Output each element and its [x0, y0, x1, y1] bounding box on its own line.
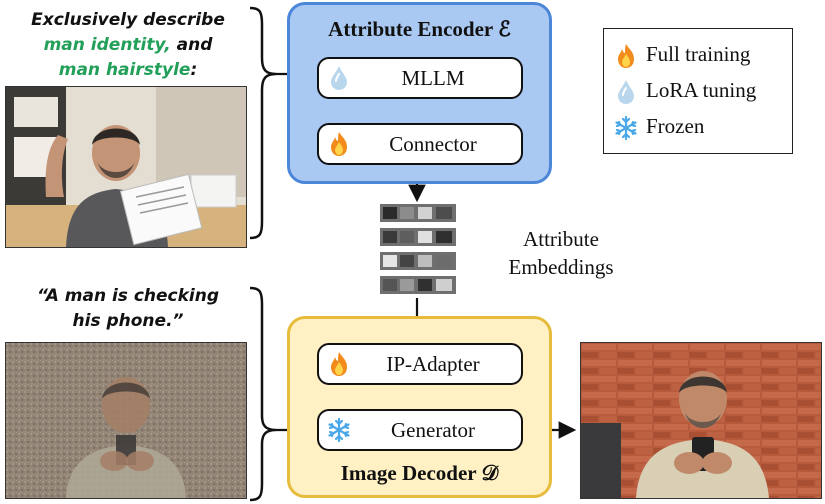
noisy-photo-illustration [6, 343, 246, 498]
fire-icon [327, 351, 351, 377]
output-photo-illustration [581, 343, 821, 498]
encoder-prompt-hairstyle: man hairstyle [58, 60, 191, 80]
input-photo [5, 86, 247, 248]
decoder-prompt-line1: “A man is checking [36, 286, 220, 306]
encoder-brace [249, 6, 277, 240]
decoder-prompt: “A man is checking his phone.” [0, 284, 256, 334]
legend-full-training-label: Full training [646, 42, 751, 66]
attribute-encoder-panel: Attribute Encoder ℰ MLLM Connector [287, 2, 552, 184]
generator-module[interactable]: Generator [317, 409, 523, 451]
encoder-prompt-and: and [170, 35, 213, 55]
generator-label: Generator [391, 418, 475, 442]
water-drop-icon [614, 79, 638, 105]
encoder-prompt-colon: : [190, 60, 198, 80]
fire-icon [327, 131, 351, 157]
water-drop-icon [327, 65, 351, 91]
embedding-row-4 [380, 276, 456, 294]
attribute-encoder-title: Attribute Encoder ℰ [328, 17, 511, 41]
ip-adapter-label: IP-Adapter [386, 352, 480, 376]
image-decoder-title: Image Decoder 𝒟 [340, 461, 499, 485]
input-photo-illustration [6, 87, 246, 247]
snowflake-icon [614, 115, 638, 141]
embedding-row-1 [380, 204, 456, 222]
embedding-row-3 [380, 252, 456, 270]
encoder-prompt: Exclusively describe man identity, and m… [0, 8, 256, 83]
legend-frozen-label: Frozen [646, 114, 705, 138]
embeddings-label-line2: Embeddings [508, 255, 614, 279]
embedding-row-2 [380, 228, 456, 246]
legend: Full training LoRA tuning Frozen [603, 28, 793, 154]
noisy-input-photo [5, 342, 247, 499]
encoder-prompt-identity: man identity, [43, 35, 171, 55]
decoder-prompt-line2: his phone.” [72, 311, 184, 331]
legend-lora-tuning-label: LoRA tuning [646, 78, 757, 102]
ip-adapter-module[interactable]: IP-Adapter [317, 343, 523, 385]
fire-icon [614, 43, 638, 69]
snowflake-icon [327, 417, 351, 443]
mllm-module[interactable]: MLLM [317, 57, 523, 99]
connector-label: Connector [389, 132, 477, 156]
mllm-label: MLLM [401, 66, 465, 90]
attribute-embeddings-label: Attribute Embeddings [486, 225, 636, 281]
decoder-brace [249, 286, 277, 502]
attribute-embeddings-stack [380, 204, 456, 294]
output-photo [580, 342, 822, 499]
image-decoder-panel: IP-Adapter Generator Image Decoder 𝒟 [287, 316, 552, 498]
embeddings-label-line1: Attribute [523, 227, 599, 251]
connector-module[interactable]: Connector [317, 123, 523, 165]
encoder-prompt-line1: Exclusively describe [31, 10, 225, 30]
